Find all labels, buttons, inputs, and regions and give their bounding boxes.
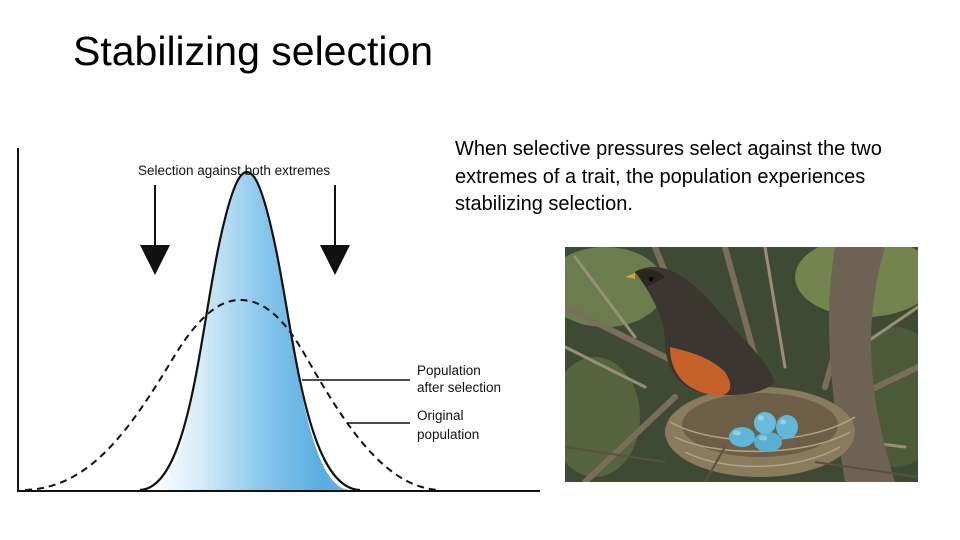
egg-2	[754, 432, 782, 452]
stabilizing-selection-diagram: Selection against both extremes Populati…	[17, 148, 540, 492]
right-arrow-head-icon	[320, 245, 350, 275]
label-after-line1: Population	[417, 363, 481, 378]
robin-breast	[670, 347, 731, 396]
egg-3	[754, 412, 776, 434]
label-original-line1: Original	[417, 408, 464, 423]
slide-body-text: When selective pressures select against …	[455, 138, 882, 215]
original-population-curve	[24, 298, 441, 491]
slide-title: Stabilizing selection	[73, 28, 434, 74]
label-original-line2: population	[417, 427, 479, 442]
label-after-line2: after selection	[417, 380, 501, 395]
after-selection-curve-fill	[150, 172, 350, 490]
selection-header-label: Selection against both extremes	[138, 163, 330, 178]
egg-1	[729, 427, 755, 447]
robin-body	[635, 266, 775, 395]
after-selection-curve	[139, 170, 361, 492]
egg-4	[776, 415, 798, 439]
left-arrow-head-icon	[140, 245, 170, 275]
robin-nest-photo	[565, 247, 918, 482]
